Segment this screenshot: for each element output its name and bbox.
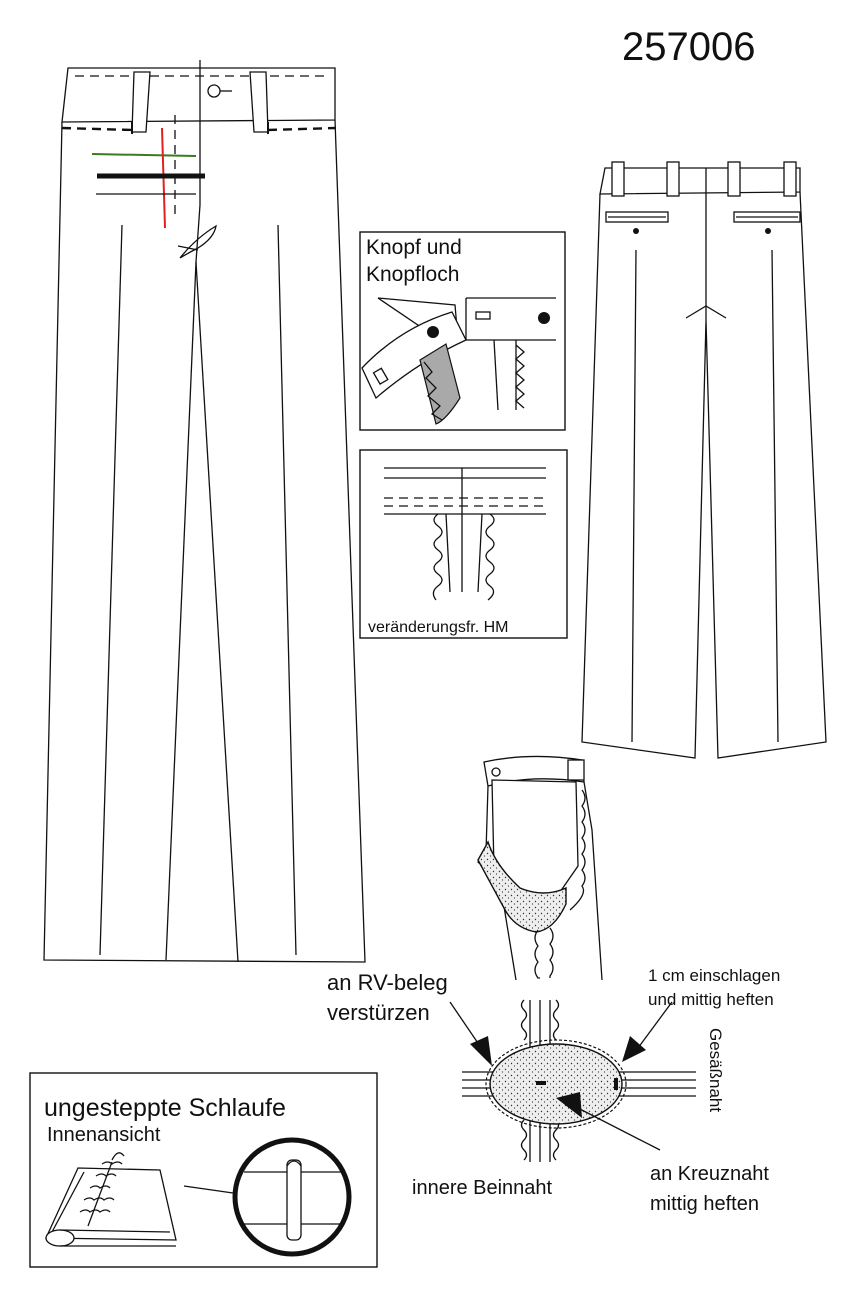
label-fold-2: und mittig heften — [648, 990, 774, 1009]
button-detail-box: Knopf und Knopfloch — [359, 231, 566, 431]
waistband-button — [207, 84, 221, 98]
back-view-trousers — [581, 161, 827, 759]
label-inner-leg: innere Beinnaht — [412, 1177, 553, 1199]
stippled-oval — [489, 1043, 623, 1125]
arrow-fold — [622, 1036, 646, 1062]
button-dot-left — [427, 326, 439, 338]
loop-strip — [286, 1159, 302, 1241]
label-rv-beleg-2: verstürzen — [327, 1000, 430, 1025]
arrow-rv-beleg — [470, 1036, 492, 1066]
label-seat-seam: Gesäßnaht — [706, 1028, 725, 1112]
loop-detail-box: ungesteppte Schlaufe Innenansicht — [29, 1072, 378, 1268]
green-marker-line — [91, 153, 197, 157]
label-cross-seam-1: an Kreuznaht — [650, 1163, 769, 1185]
fly-facing-detail — [477, 755, 603, 981]
back-loop-2 — [666, 161, 680, 197]
label-cross-seam-2: mittig heften — [650, 1193, 759, 1215]
button-dot-right — [538, 312, 550, 324]
back-loop-3 — [727, 161, 741, 197]
back-waistband — [599, 167, 801, 195]
front-belt-loop-right — [249, 71, 269, 133]
label-rv-beleg-1: an RV-beleg — [327, 970, 448, 995]
back-loop-4 — [783, 161, 797, 197]
loop-subtitle: Innenansicht — [47, 1124, 161, 1146]
seam-detail-box: veränderungsfr. HM — [359, 449, 568, 639]
button-title-line2: Knopfloch — [366, 263, 459, 286]
model-number: 257006 — [622, 25, 755, 69]
loop-title: ungesteppte Schlaufe — [44, 1094, 286, 1122]
crotch-cross-seam-detail — [449, 999, 696, 1162]
back-loop-1 — [611, 161, 625, 197]
label-fold-1: 1 cm einschlagen — [648, 966, 780, 985]
arrow-cross-seam — [556, 1092, 582, 1118]
button-title-line1: Knopf und — [366, 236, 462, 259]
front-view-trousers — [43, 60, 366, 963]
seam-caption: veränderungsfr. HM — [368, 619, 509, 636]
front-belt-loop-left — [131, 71, 151, 133]
